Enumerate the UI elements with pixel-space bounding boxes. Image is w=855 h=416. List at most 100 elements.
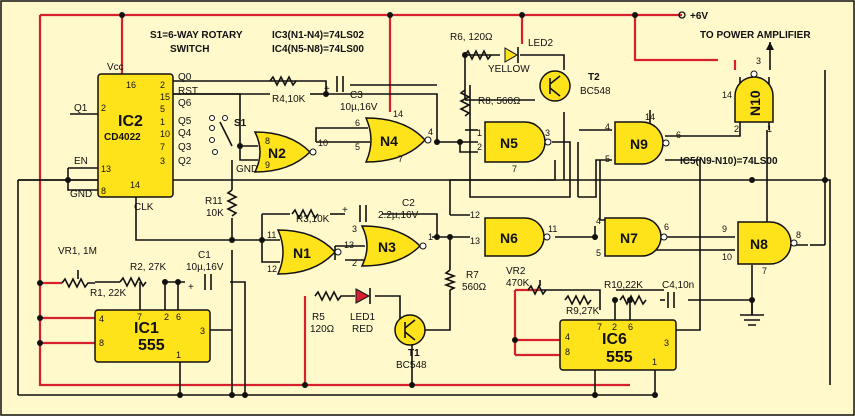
ic2-part: CD4022 bbox=[104, 132, 141, 143]
svg-text:IC1: IC1 bbox=[134, 320, 159, 337]
svg-text:6: 6 bbox=[355, 118, 360, 128]
resistor-r10: R10,22K R9,27K bbox=[564, 280, 647, 317]
svg-text:6: 6 bbox=[176, 312, 181, 322]
svg-text:560Ω: 560Ω bbox=[462, 282, 487, 293]
svg-text:1: 1 bbox=[767, 124, 772, 134]
svg-text:5: 5 bbox=[355, 142, 360, 152]
amp-label: TO POWER AMPLIFIER bbox=[700, 30, 811, 41]
svg-text:7: 7 bbox=[137, 312, 142, 322]
svg-text:C2: C2 bbox=[402, 198, 415, 209]
svg-text:555: 555 bbox=[138, 337, 165, 354]
svg-text:R9,27K: R9,27K bbox=[566, 306, 600, 317]
resistor-vr2: VR2 470K bbox=[506, 266, 547, 296]
svg-text:BC548: BC548 bbox=[580, 86, 611, 97]
svg-text:7: 7 bbox=[597, 322, 602, 332]
led1: LED1 RED bbox=[350, 288, 375, 335]
svg-text:6: 6 bbox=[676, 130, 681, 140]
svg-text:13: 13 bbox=[344, 240, 354, 250]
svg-text:470K: 470K bbox=[506, 278, 530, 289]
svg-text:LED1: LED1 bbox=[350, 312, 375, 323]
svg-text:7: 7 bbox=[398, 154, 403, 164]
svg-text:R2, 27K: R2, 27K bbox=[130, 262, 166, 273]
svg-text:3: 3 bbox=[352, 224, 357, 234]
svg-text:1: 1 bbox=[477, 128, 482, 138]
svg-text:6: 6 bbox=[628, 322, 633, 332]
svg-text:10: 10 bbox=[160, 129, 170, 139]
resistor-r6: R6, 120Ω bbox=[450, 32, 493, 61]
svg-text:N10: N10 bbox=[747, 90, 763, 116]
ic2-chip: IC2 CD4022 Vcc Q1 EN GND CLK Q0 RST Q6 Q… bbox=[70, 62, 198, 213]
ic2-name: IC2 bbox=[118, 113, 143, 130]
svg-text:11: 11 bbox=[267, 230, 276, 240]
resistor-r5: R5 120Ω bbox=[310, 290, 355, 335]
svg-text:2: 2 bbox=[734, 124, 739, 134]
svg-text:GND: GND bbox=[236, 164, 258, 175]
svg-text:7: 7 bbox=[762, 266, 767, 276]
svg-text:C1: C1 bbox=[198, 250, 211, 261]
gate-n2: N2 8 9 10 bbox=[253, 131, 328, 173]
svg-text:R6, 120Ω: R6, 120Ω bbox=[450, 32, 493, 43]
svg-text:N6: N6 bbox=[500, 230, 518, 246]
svg-text:S1: S1 bbox=[234, 118, 247, 129]
svg-text:R3,10K: R3,10K bbox=[296, 214, 330, 225]
svg-text:Vcc: Vcc bbox=[107, 62, 124, 73]
gate-n8: N8 9 10 8 7 bbox=[722, 221, 801, 276]
svg-text:Q3: Q3 bbox=[178, 142, 192, 153]
ic4-note: IC4(N5-N8)=74LS00 bbox=[272, 44, 364, 55]
resistor-r4: R4,10K bbox=[269, 75, 306, 105]
led2: LED2 YELLOW bbox=[488, 38, 553, 75]
junction-dots bbox=[37, 12, 828, 398]
svg-text:5: 5 bbox=[605, 154, 610, 164]
svg-text:10: 10 bbox=[318, 138, 328, 148]
svg-text:1: 1 bbox=[160, 117, 165, 127]
r1-label: R1, 22K bbox=[90, 288, 126, 299]
svg-text:1: 1 bbox=[176, 350, 181, 360]
svg-text:C4,10n: C4,10n bbox=[662, 280, 694, 291]
svg-text:13: 13 bbox=[101, 164, 111, 174]
svg-text:14: 14 bbox=[645, 112, 655, 122]
svg-text:10K: 10K bbox=[206, 208, 224, 219]
svg-text:N3: N3 bbox=[378, 239, 396, 255]
svg-text:11: 11 bbox=[548, 224, 557, 234]
svg-text:2: 2 bbox=[477, 142, 482, 152]
svg-text:4: 4 bbox=[565, 332, 570, 342]
svg-text:6: 6 bbox=[664, 222, 669, 232]
rotary-switch: S1 GND bbox=[209, 115, 258, 175]
svg-text:2: 2 bbox=[101, 103, 106, 113]
svg-text:2: 2 bbox=[164, 312, 169, 322]
resistor-r2: R2, 27K bbox=[119, 262, 166, 288]
svg-text:1: 1 bbox=[428, 232, 433, 242]
svg-text:RST: RST bbox=[178, 86, 198, 97]
svg-text:T2: T2 bbox=[588, 72, 600, 83]
svg-text:12: 12 bbox=[267, 264, 277, 274]
switch-note-2: SWITCH bbox=[170, 44, 209, 55]
svg-text:120Ω: 120Ω bbox=[310, 324, 335, 335]
svg-text:CLK: CLK bbox=[134, 202, 154, 213]
svg-text:3: 3 bbox=[664, 338, 669, 348]
switch-note-1: S1=6-WAY ROTARY bbox=[150, 30, 243, 41]
svg-text:VR2: VR2 bbox=[506, 266, 526, 277]
gate-n6: N6 12 13 11 bbox=[470, 210, 557, 257]
svg-text:13: 13 bbox=[470, 236, 480, 246]
svg-text:14: 14 bbox=[393, 109, 403, 119]
svg-text:+: + bbox=[188, 282, 194, 293]
svg-text:9: 9 bbox=[722, 224, 727, 234]
svg-text:8: 8 bbox=[99, 338, 104, 348]
svg-text:3: 3 bbox=[545, 128, 550, 138]
svg-text:10µ,16V: 10µ,16V bbox=[186, 262, 224, 273]
ic3-note: IC3(N1-N4)=74LS02 bbox=[272, 30, 364, 41]
svg-text:10: 10 bbox=[722, 252, 732, 262]
capacitor-c3: C3 10µ,16V + bbox=[324, 76, 378, 113]
gate-n9: N9 4 5 6 14 bbox=[605, 112, 681, 165]
svg-text:8: 8 bbox=[565, 347, 570, 357]
svg-text:LED2: LED2 bbox=[528, 38, 553, 49]
svg-text:3: 3 bbox=[200, 326, 205, 336]
resistor-r3: R3,10K bbox=[291, 208, 330, 225]
svg-text:C3: C3 bbox=[350, 90, 363, 101]
svg-text:YELLOW: YELLOW bbox=[488, 64, 530, 75]
svg-text:+: + bbox=[324, 84, 330, 95]
resistor-r7: R7 560Ω bbox=[443, 269, 487, 293]
